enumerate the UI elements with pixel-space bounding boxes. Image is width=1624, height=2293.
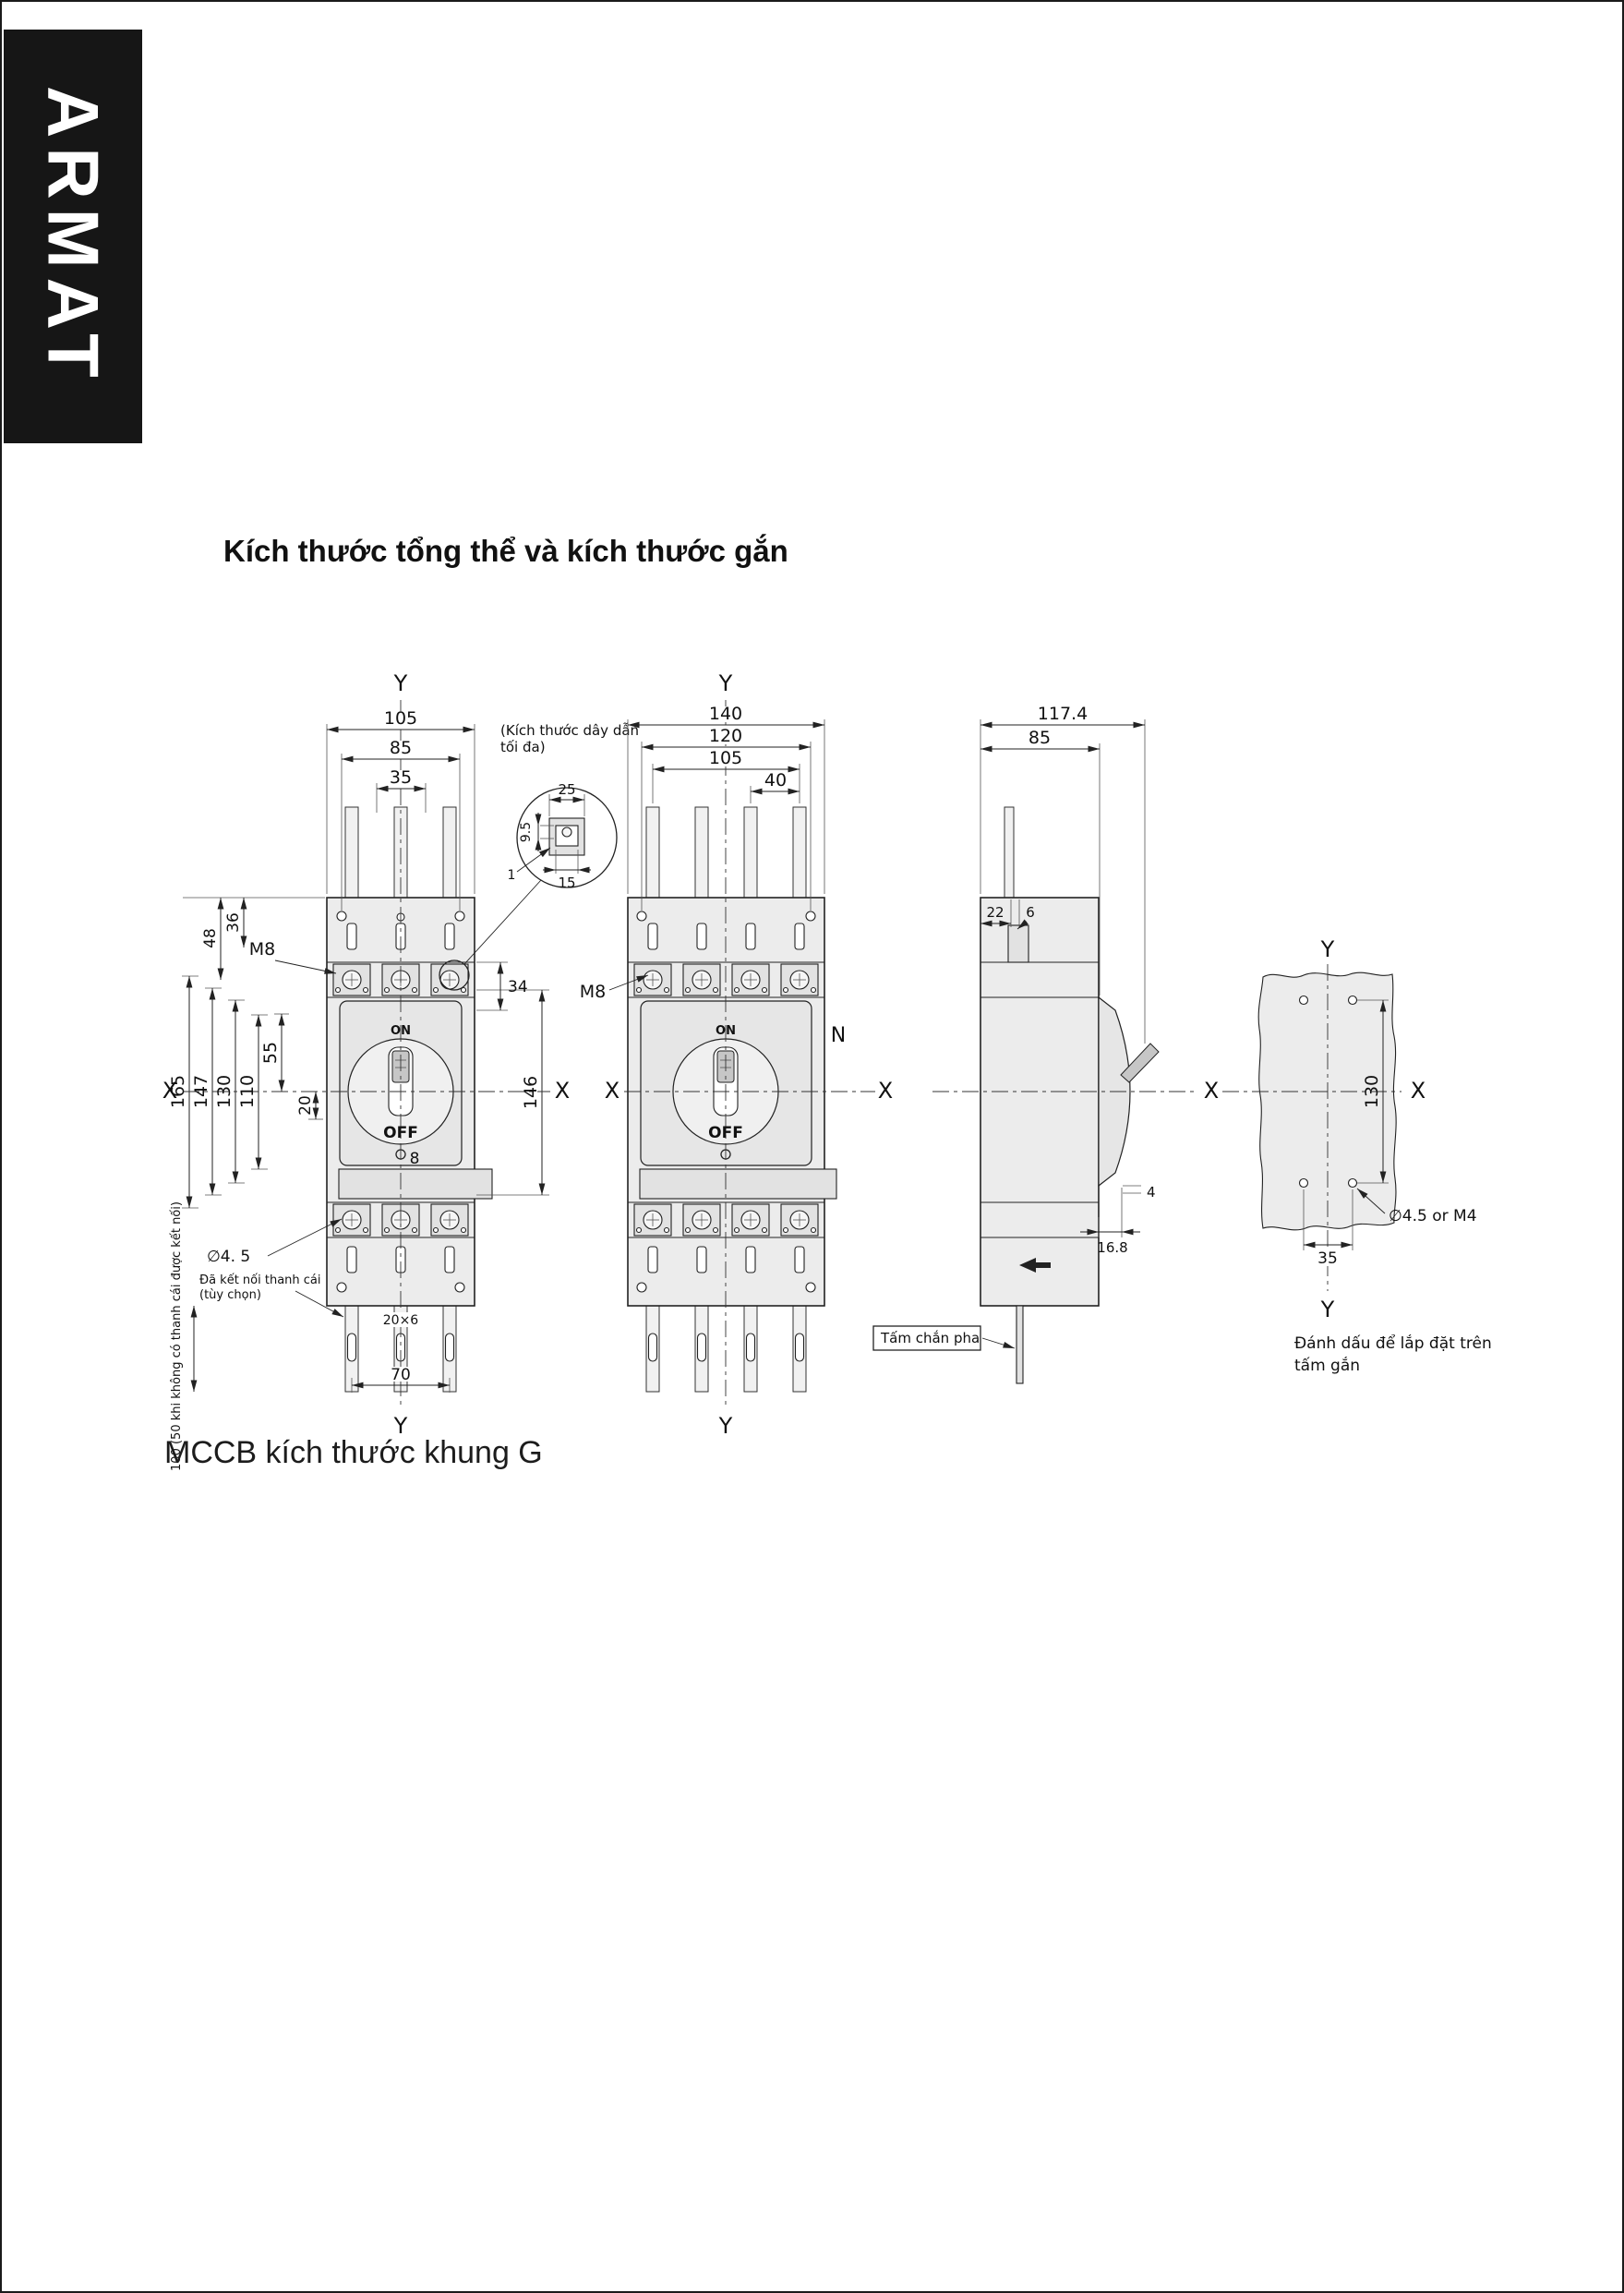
busbar-note-line1: Đã kết nối thanh cái: [199, 1273, 321, 1287]
front-view-3-pole: 105 85 35 165 147 130 110 55 20 48 36 M8…: [162, 670, 570, 1471]
busbar-note-line2: (tùy chọn): [199, 1288, 261, 1302]
direction-arrow-icon: [1019, 1258, 1051, 1273]
phase-barrier-label: Tấm chắn pha: [880, 1330, 980, 1346]
mount-note-line1: Đánh dấu để lắp đặt trên: [1294, 1334, 1492, 1353]
dim-8: 8: [410, 1150, 420, 1168]
dim-146: 146: [521, 1076, 541, 1109]
dim-1: 1: [508, 868, 516, 883]
axis-x-right-4p: X: [878, 1078, 893, 1104]
mount-hole-label: ∅4.5 or M4: [1389, 1207, 1477, 1225]
axis-x-left-mount: X: [1204, 1078, 1219, 1104]
dim-40: 40: [764, 770, 787, 790]
dim-55: 55: [260, 1042, 281, 1064]
dim-105-4p: 105: [709, 748, 742, 768]
on-marking: ON: [391, 1024, 411, 1038]
dim-85-side: 85: [1029, 728, 1051, 748]
page-title: Kích thước tổng thể và kích thước gắn: [223, 534, 788, 568]
front-view-4-pole: 140 120 105 40 M8 N ON OFF Y Y X X: [580, 670, 893, 1439]
dim-165: 165: [168, 1075, 188, 1108]
axis-y-top: Y: [393, 670, 408, 696]
dim-105: 105: [384, 708, 417, 729]
dim-34: 34: [508, 978, 528, 996]
axis-y-bottom-mount: Y: [1320, 1297, 1335, 1322]
dim-36: 36: [224, 912, 243, 933]
hole-diameter-label: ∅4. 5: [207, 1248, 250, 1266]
dim-85: 85: [390, 738, 412, 758]
axis-x-right: X: [555, 1078, 570, 1104]
neutral-pole-label: N: [831, 1024, 846, 1047]
terminal-m8-label: M8: [249, 939, 275, 959]
figure-caption: MCCB kích thước khung G: [164, 1435, 543, 1470]
wire-note-line2: tối đa): [500, 739, 546, 755]
dim-120: 120: [709, 726, 742, 746]
wire-note-line1: (Kích thước dây dẫn: [500, 722, 639, 739]
dim-16-8: 16.8: [1097, 1239, 1127, 1256]
off-marking-4p: OFF: [708, 1124, 743, 1142]
brand-logo-text: ARMAT: [32, 86, 114, 387]
dim-140: 140: [709, 704, 742, 724]
dim-70: 70: [391, 1366, 411, 1384]
axis-x-left-4p: X: [605, 1078, 620, 1104]
mount-note-line2: tấm gắn: [1294, 1356, 1360, 1375]
axis-y-top-4p: Y: [718, 670, 733, 696]
dim-110: 110: [237, 1075, 258, 1108]
axis-x-right-mount: X: [1411, 1078, 1426, 1104]
axis-x-left: X: [162, 1078, 177, 1104]
side-view: 117.4 85 22 6 4 16.8 Tấm chắn pha: [872, 704, 1195, 1384]
busbar-extension-note: 100 (50 khi không có thanh cái được kết …: [170, 1201, 184, 1471]
dim-130-mount: 130: [1362, 1075, 1382, 1108]
dim-48: 48: [201, 928, 220, 948]
axis-y-bottom: Y: [393, 1413, 408, 1439]
dim-130: 130: [214, 1075, 235, 1108]
axis-y-top-mount: Y: [1320, 936, 1335, 962]
dim-25: 25: [558, 781, 575, 798]
dim-147: 147: [191, 1075, 211, 1108]
dim-9-5: 9.5: [519, 822, 534, 842]
dim-35: 35: [390, 767, 412, 788]
dim-35-mount: 35: [1317, 1249, 1338, 1268]
axis-y-bottom-4p: Y: [718, 1413, 733, 1439]
dim-6: 6: [1026, 904, 1035, 921]
off-marking: OFF: [383, 1124, 418, 1142]
dim-15: 15: [558, 875, 575, 891]
dim-20: 20: [296, 1095, 315, 1116]
dim-117-4: 117.4: [1038, 704, 1088, 724]
slot-size-label: 20×6: [383, 1313, 419, 1328]
brand-banner: ARMAT: [4, 30, 142, 443]
dim-4: 4: [1147, 1184, 1156, 1201]
on-marking-4p: ON: [716, 1024, 736, 1038]
wire-lug-detail: (Kích thước dây dẫn tối đa) 25 9.5 1 15: [500, 722, 639, 891]
dim-22: 22: [986, 904, 1004, 921]
terminal-m8-label-4p: M8: [580, 982, 606, 1002]
mounting-plate-view: 130 ∅4.5 or M4 35 Y Y X X Đánh dấu để lắ…: [1204, 936, 1492, 1375]
